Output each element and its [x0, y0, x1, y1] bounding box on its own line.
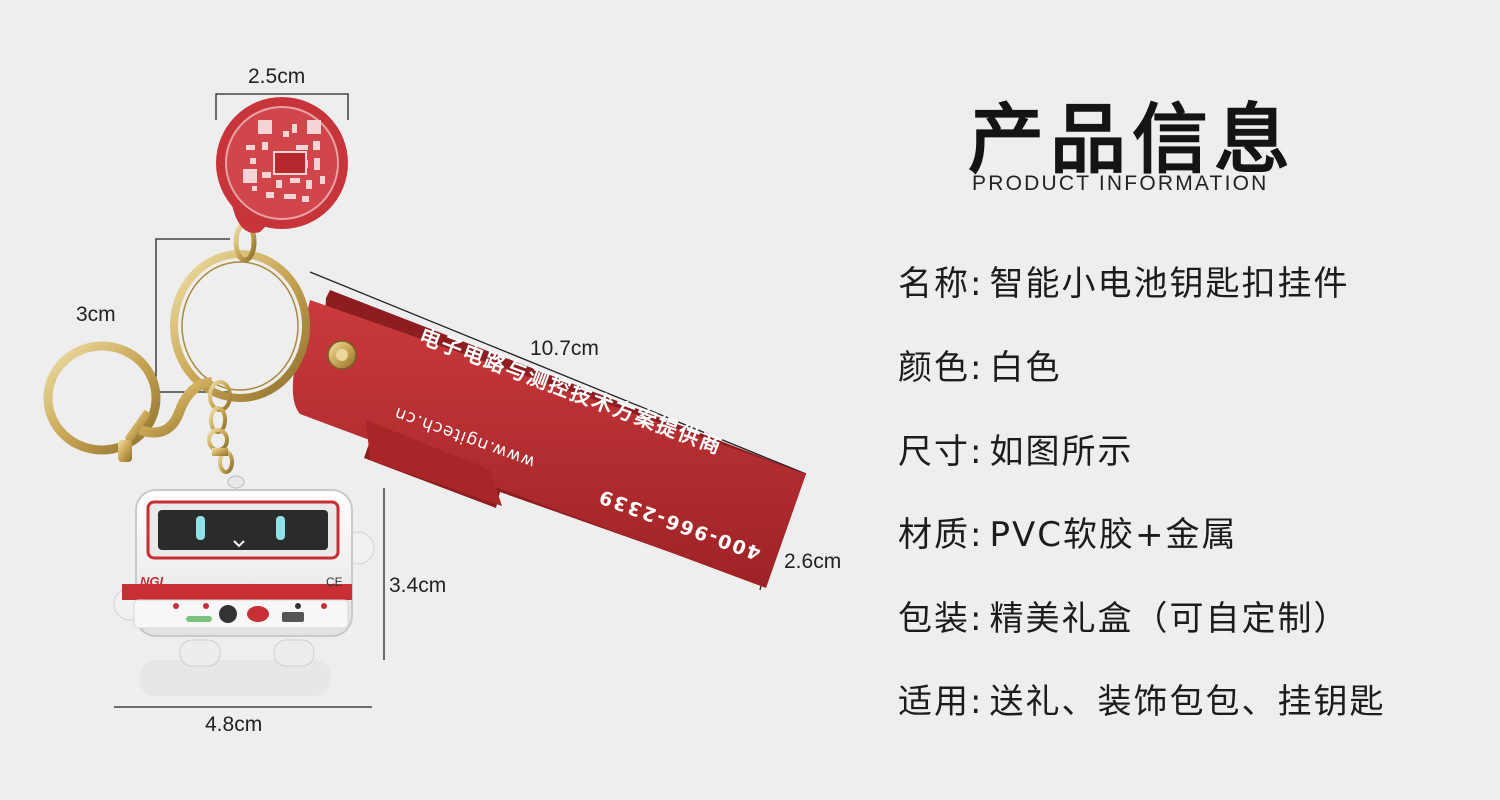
lobster-clasp: [43, 341, 245, 489]
qr-medallion: [216, 97, 348, 233]
qr-code-icon: [243, 120, 325, 202]
info-value: PVC软胶+金属: [989, 515, 1238, 555]
dimension-lines: [114, 93, 807, 708]
info-value: 如图所示: [989, 432, 1134, 472]
info-value: 送礼、装饰包包、挂钥匙: [989, 682, 1386, 722]
info-row-color: 颜色:白色: [898, 348, 1062, 388]
ring-height-label: 3cm: [76, 303, 116, 326]
info-row-size: 尺寸:如图所示: [898, 432, 1134, 472]
info-value: 精美礼盒（可自定制）: [989, 599, 1350, 639]
info-row-material: 材质:PVC软胶+金属: [898, 515, 1238, 555]
info-label: 材质: [898, 515, 970, 555]
strap: 电子电路与测控技术方案提供商 www.ngitech.cn 400-966-23…: [292, 290, 806, 588]
figure-ce-mark: CE: [326, 575, 343, 589]
figure-brand: NGI: [140, 574, 164, 589]
medallion-width-line: [215, 93, 349, 120]
info-label: 包装: [898, 599, 970, 639]
strap-length-line: [309, 271, 807, 475]
info-label: 名称: [898, 264, 970, 304]
product-info-title: 产品信息: [968, 95, 1296, 184]
figure-width-label: 4.8cm: [205, 713, 263, 736]
ring-height-line: [155, 238, 230, 393]
info-value: 白色: [989, 348, 1062, 388]
info-label: 颜色: [898, 348, 970, 388]
info-value: 智能小电池钥匙扣挂件: [989, 264, 1350, 304]
figure-height-label: 3.4cm: [389, 574, 447, 597]
strap-width-label: 2.6cm: [784, 550, 842, 573]
product-info-subtitle: PRODUCT INFORMATION: [972, 172, 1269, 195]
info-label: 尺寸: [898, 432, 970, 472]
info-row-name: 名称:智能小电池钥匙扣挂件: [898, 264, 1350, 304]
strap-length-label: 10.7cm: [530, 337, 599, 360]
battery-figure: NGI CE: [113, 489, 375, 696]
key-ring: [170, 221, 310, 402]
medallion-width-label: 2.5cm: [248, 65, 306, 88]
info-label: 适用: [898, 682, 970, 722]
info-row-packaging: 包装:精美礼盒（可自定制）: [898, 599, 1350, 639]
info-row-usage: 适用:送礼、装饰包包、挂钥匙: [898, 682, 1386, 722]
